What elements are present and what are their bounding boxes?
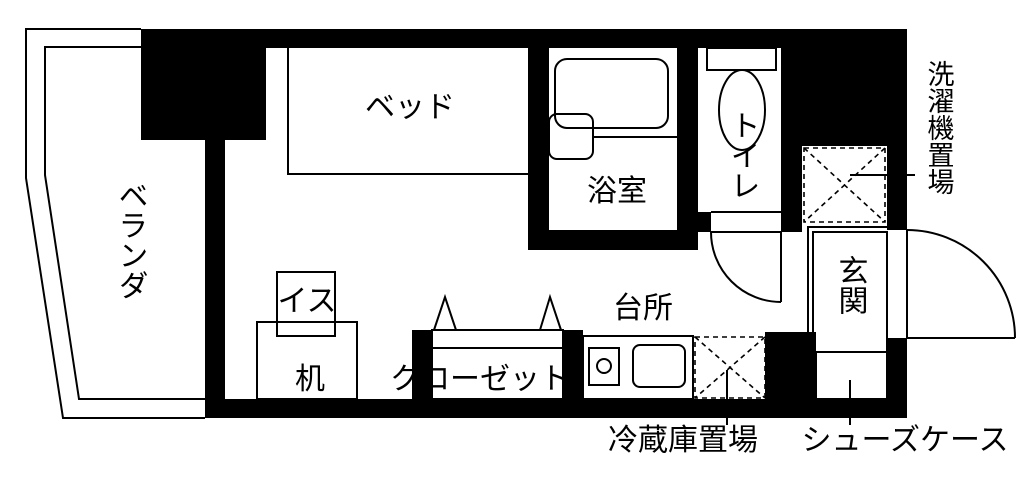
label-desk: 机 xyxy=(295,362,325,397)
entrance-door xyxy=(906,229,1016,339)
desk xyxy=(256,321,358,400)
balcony xyxy=(25,28,205,419)
stove xyxy=(588,347,620,386)
stove-burner xyxy=(596,358,612,374)
label-chair: イス xyxy=(277,284,336,319)
walls xyxy=(141,29,907,418)
label-balcony: ベランダ xyxy=(113,180,148,300)
closet xyxy=(431,293,564,400)
label-bathroom: 浴室 xyxy=(587,174,647,209)
label-entrance: 玄関 xyxy=(833,255,868,315)
label-fridge-space: 冷蔵庫置場 xyxy=(608,423,758,458)
entrance xyxy=(807,226,888,425)
label-shoe-case: シューズケース xyxy=(802,423,1009,458)
toilet-door xyxy=(710,231,782,303)
label-washer-space: 洗濯機置場 xyxy=(923,60,955,195)
fridge-space xyxy=(694,336,766,425)
label-kitchen: 台所 xyxy=(613,291,673,326)
bed xyxy=(287,48,528,175)
chair xyxy=(276,271,336,337)
washer-space xyxy=(803,147,915,223)
bathtub xyxy=(548,58,677,160)
label-bed: ベッド xyxy=(365,90,455,125)
toilet-fixture xyxy=(706,47,781,213)
label-toilet: トイレ xyxy=(725,110,760,200)
sink xyxy=(632,344,686,388)
label-closet: クローゼット xyxy=(390,362,570,397)
kitchen-counter xyxy=(582,335,694,400)
